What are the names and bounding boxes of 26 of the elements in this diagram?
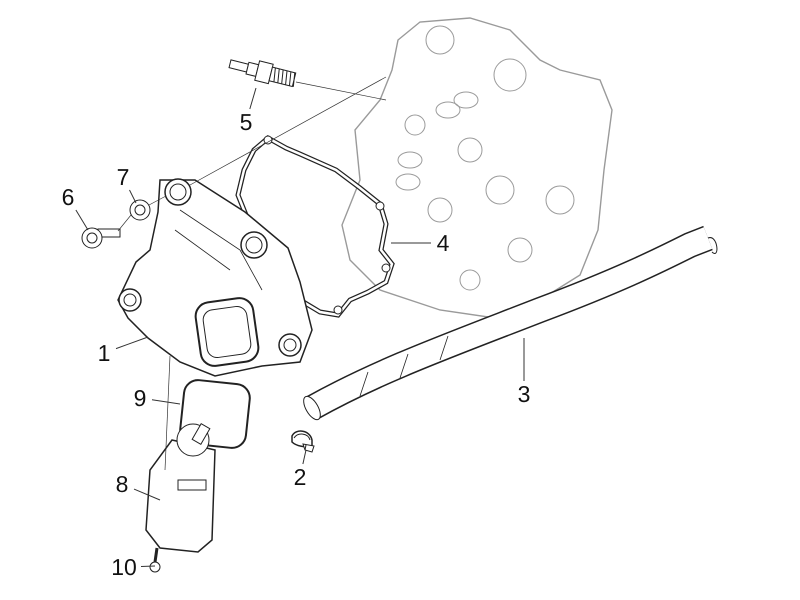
assembly-line	[296, 82, 386, 100]
callout-number: 8	[116, 471, 128, 497]
leader-line	[390, 242, 432, 244]
leader-line	[249, 88, 256, 110]
callout-number: 4	[436, 230, 450, 256]
leader-line	[140, 566, 156, 567]
callout-number: 2	[294, 464, 306, 490]
callout-number: 5	[240, 109, 252, 135]
callout-number: 7	[116, 164, 130, 190]
leader-line	[302, 450, 306, 464]
assembly-line	[190, 76, 386, 186]
assembly-line	[118, 214, 132, 232]
assembly-line	[148, 196, 166, 206]
callout-number: 6	[62, 184, 74, 210]
callout-number: 3	[518, 381, 530, 407]
leader-line	[152, 399, 180, 404]
washer-drawing	[128, 198, 152, 222]
assembly-line	[164, 356, 170, 470]
screw-drawing	[149, 545, 163, 573]
leader-line	[116, 336, 148, 350]
callout-number: 1	[98, 340, 110, 366]
leader-line	[134, 488, 160, 500]
callout-number: 10	[111, 554, 137, 580]
leader-line	[75, 210, 88, 230]
callout-number: 9	[134, 385, 146, 411]
leader-line	[129, 190, 136, 204]
